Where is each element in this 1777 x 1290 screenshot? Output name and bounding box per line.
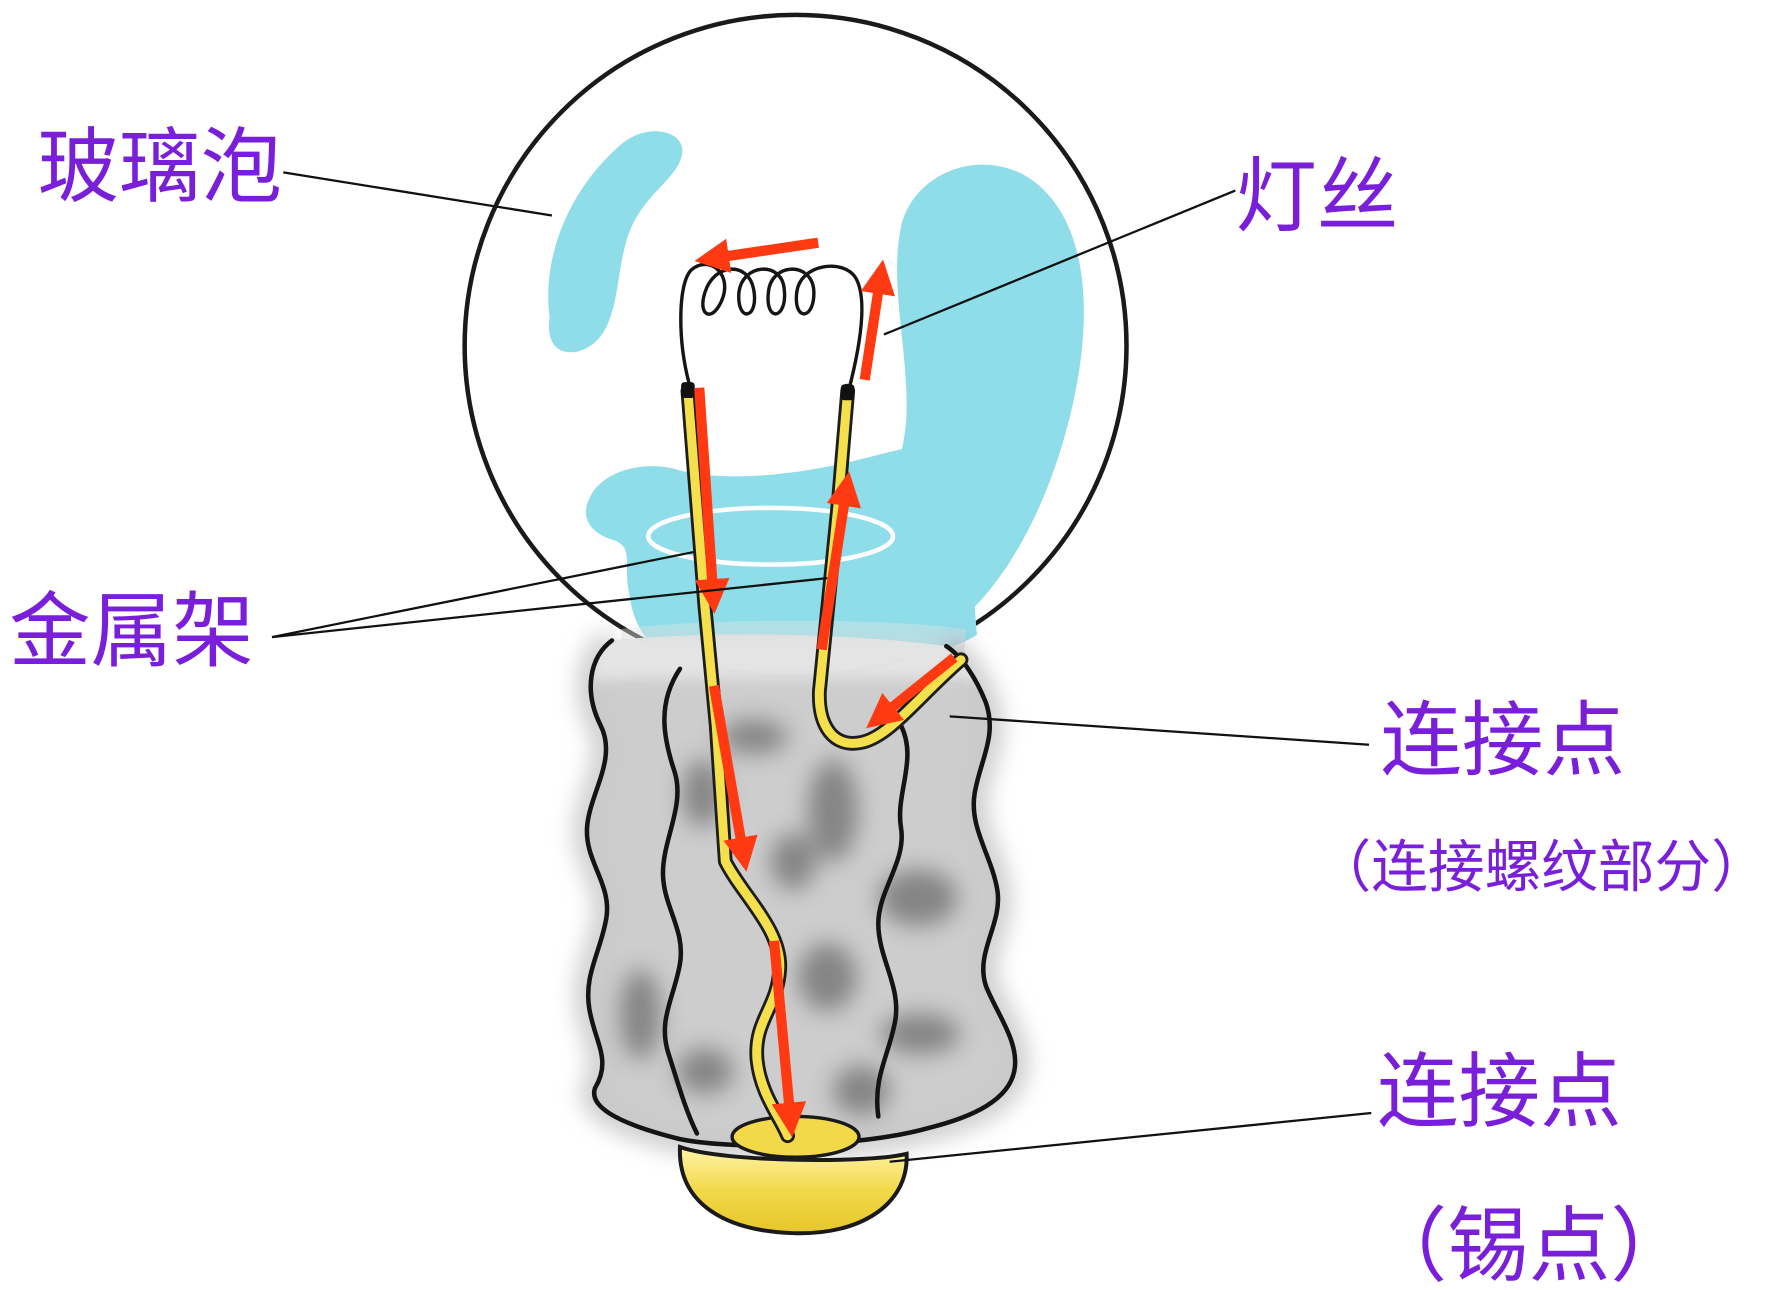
leader-line-glass-bulb [283, 171, 553, 217]
solder-top [730, 1114, 861, 1159]
screw-thread-line-right [874, 723, 910, 1119]
label-thread-contact-note: （连接螺纹部分） [1315, 834, 1768, 900]
shade-spot [797, 943, 857, 1012]
leader-line-filament [883, 189, 1236, 336]
current-arrow-filament-right [859, 259, 896, 381]
shade-spot [808, 759, 858, 862]
callout-glass-bulb: 玻璃泡 [37, 120, 553, 217]
label-metal-frame: 金属架 [9, 585, 254, 680]
metal-frame-wires [680, 382, 969, 1144]
wire-right-tip [840, 384, 855, 401]
shade-spot [676, 1048, 734, 1094]
screw-thread-line-left [660, 666, 700, 1136]
glass-bulb [462, 12, 1129, 686]
screw-base-shading [589, 634, 1016, 1116]
wire-right [814, 386, 966, 748]
filament-coil [679, 262, 864, 386]
current-arrow-wire-left-upper [694, 387, 730, 614]
callout-solder-contact: 连接点 （锡点） [889, 1045, 1692, 1290]
callout-metal-frame: 金属架 [9, 550, 828, 680]
leader-line-thread-contact [949, 715, 1370, 746]
current-arrow-wire-right-upper [816, 471, 861, 651]
current-arrows [694, 237, 958, 1138]
screw-base [574, 630, 1028, 1159]
label-solder-contact: 连接点 [1377, 1045, 1622, 1140]
solder-body [677, 1144, 909, 1236]
callout-thread-contact: 连接点 （连接螺纹部分） [949, 694, 1768, 900]
shade-spot [880, 1013, 960, 1055]
glass-highlight-bottom [585, 446, 977, 668]
label-thread-contact: 连接点 [1380, 694, 1625, 789]
current-arrow-wire-left-lower [768, 940, 807, 1138]
label-filament: 灯丝 [1235, 150, 1398, 245]
frame-support-ring [645, 505, 896, 567]
current-arrow-wire-left-middle [708, 684, 758, 872]
wire-left [683, 386, 793, 1141]
current-arrow-thread-contact [866, 653, 958, 729]
shade-spot [770, 833, 816, 890]
callout-filament: 灯丝 [883, 150, 1398, 336]
leader-line-metal-frame-right [271, 577, 828, 639]
leader-line-metal-frame-left [271, 550, 694, 639]
leader-line-solder-contact [889, 1111, 1372, 1163]
shade-spot [878, 869, 958, 927]
wire-left-tip [681, 382, 695, 398]
label-glass-bulb: 玻璃泡 [37, 120, 282, 215]
glass-highlight-left [548, 131, 683, 353]
current-arrow-filament-top [694, 237, 819, 274]
label-solder-contact-note: （锡点） [1366, 1199, 1692, 1290]
shade-spot [719, 719, 788, 754]
shade-spot [619, 969, 661, 1060]
